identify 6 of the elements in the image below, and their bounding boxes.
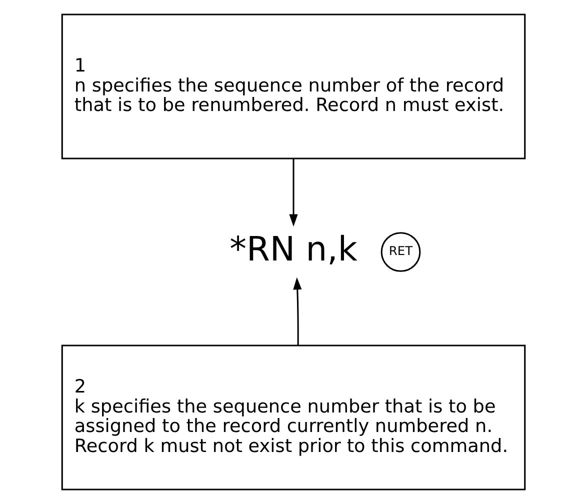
arrow xyxy=(289,158,298,227)
node-box: 2 k specifies the sequence number that is to be assigned to the record currently numbered n. Record k must not exist prior to this command. xyxy=(61,344,526,490)
node-text: *RN n,k xyxy=(230,230,358,269)
arrow xyxy=(293,277,302,346)
node-circle: RET xyxy=(380,232,421,272)
node-box: 1 n specifies the sequence number of the record that is to be renumbered. Record n must exist. xyxy=(61,14,526,160)
